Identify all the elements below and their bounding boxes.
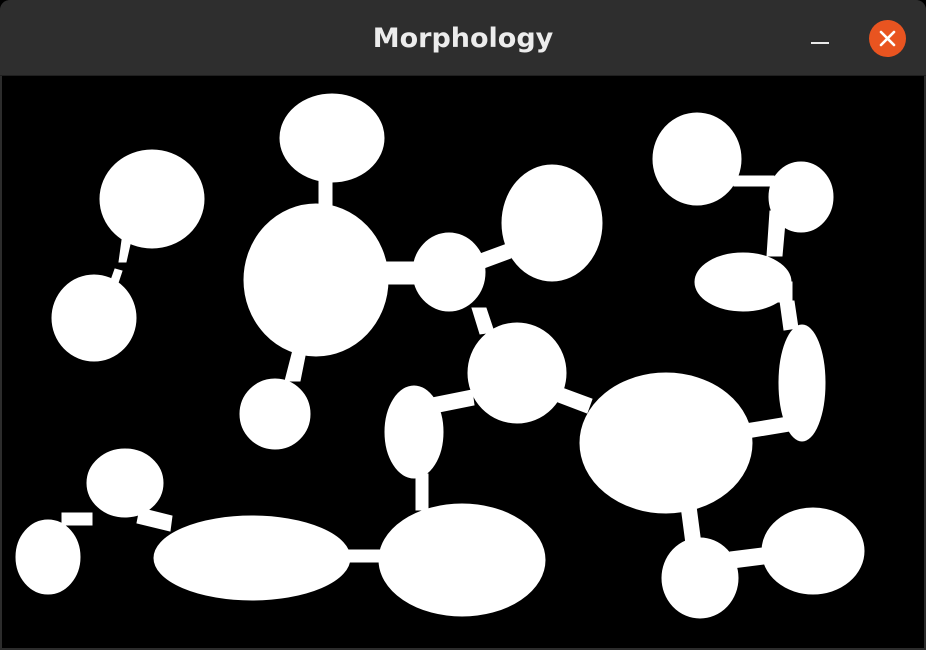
- blob: [467, 322, 567, 424]
- blob: [778, 324, 826, 442]
- bridge: [345, 549, 383, 563]
- close-button[interactable]: [869, 20, 906, 57]
- window-title: Morphology: [372, 23, 554, 54]
- blob: [279, 93, 385, 183]
- blob: [501, 164, 603, 282]
- blob: [99, 149, 205, 249]
- blob: [761, 507, 865, 595]
- bridge: [415, 473, 429, 511]
- minimize-icon: [811, 42, 829, 44]
- bridge: [118, 239, 132, 263]
- blob: [579, 372, 753, 514]
- bridge: [557, 387, 593, 414]
- close-icon: [879, 30, 896, 47]
- blob: [239, 378, 311, 450]
- blob: [86, 448, 164, 518]
- blob: [15, 519, 81, 595]
- blob: [51, 274, 137, 362]
- morphology-image: [2, 76, 924, 648]
- bridge: [771, 281, 793, 303]
- blob: [378, 503, 546, 617]
- blob: [661, 537, 739, 619]
- image-canvas: [2, 76, 924, 648]
- bridge: [766, 210, 787, 257]
- blob: [652, 112, 742, 206]
- blob: [153, 515, 351, 601]
- bridge: [61, 512, 93, 526]
- blob: [384, 385, 444, 479]
- bridge: [479, 243, 512, 269]
- bridge: [109, 268, 123, 287]
- bridge: [136, 507, 173, 532]
- bridge: [733, 175, 775, 187]
- bridge: [284, 345, 308, 382]
- title-bar[interactable]: Morphology: [0, 0, 926, 76]
- blob: [412, 232, 486, 312]
- blob: [243, 203, 389, 357]
- minimize-button[interactable]: [802, 22, 838, 58]
